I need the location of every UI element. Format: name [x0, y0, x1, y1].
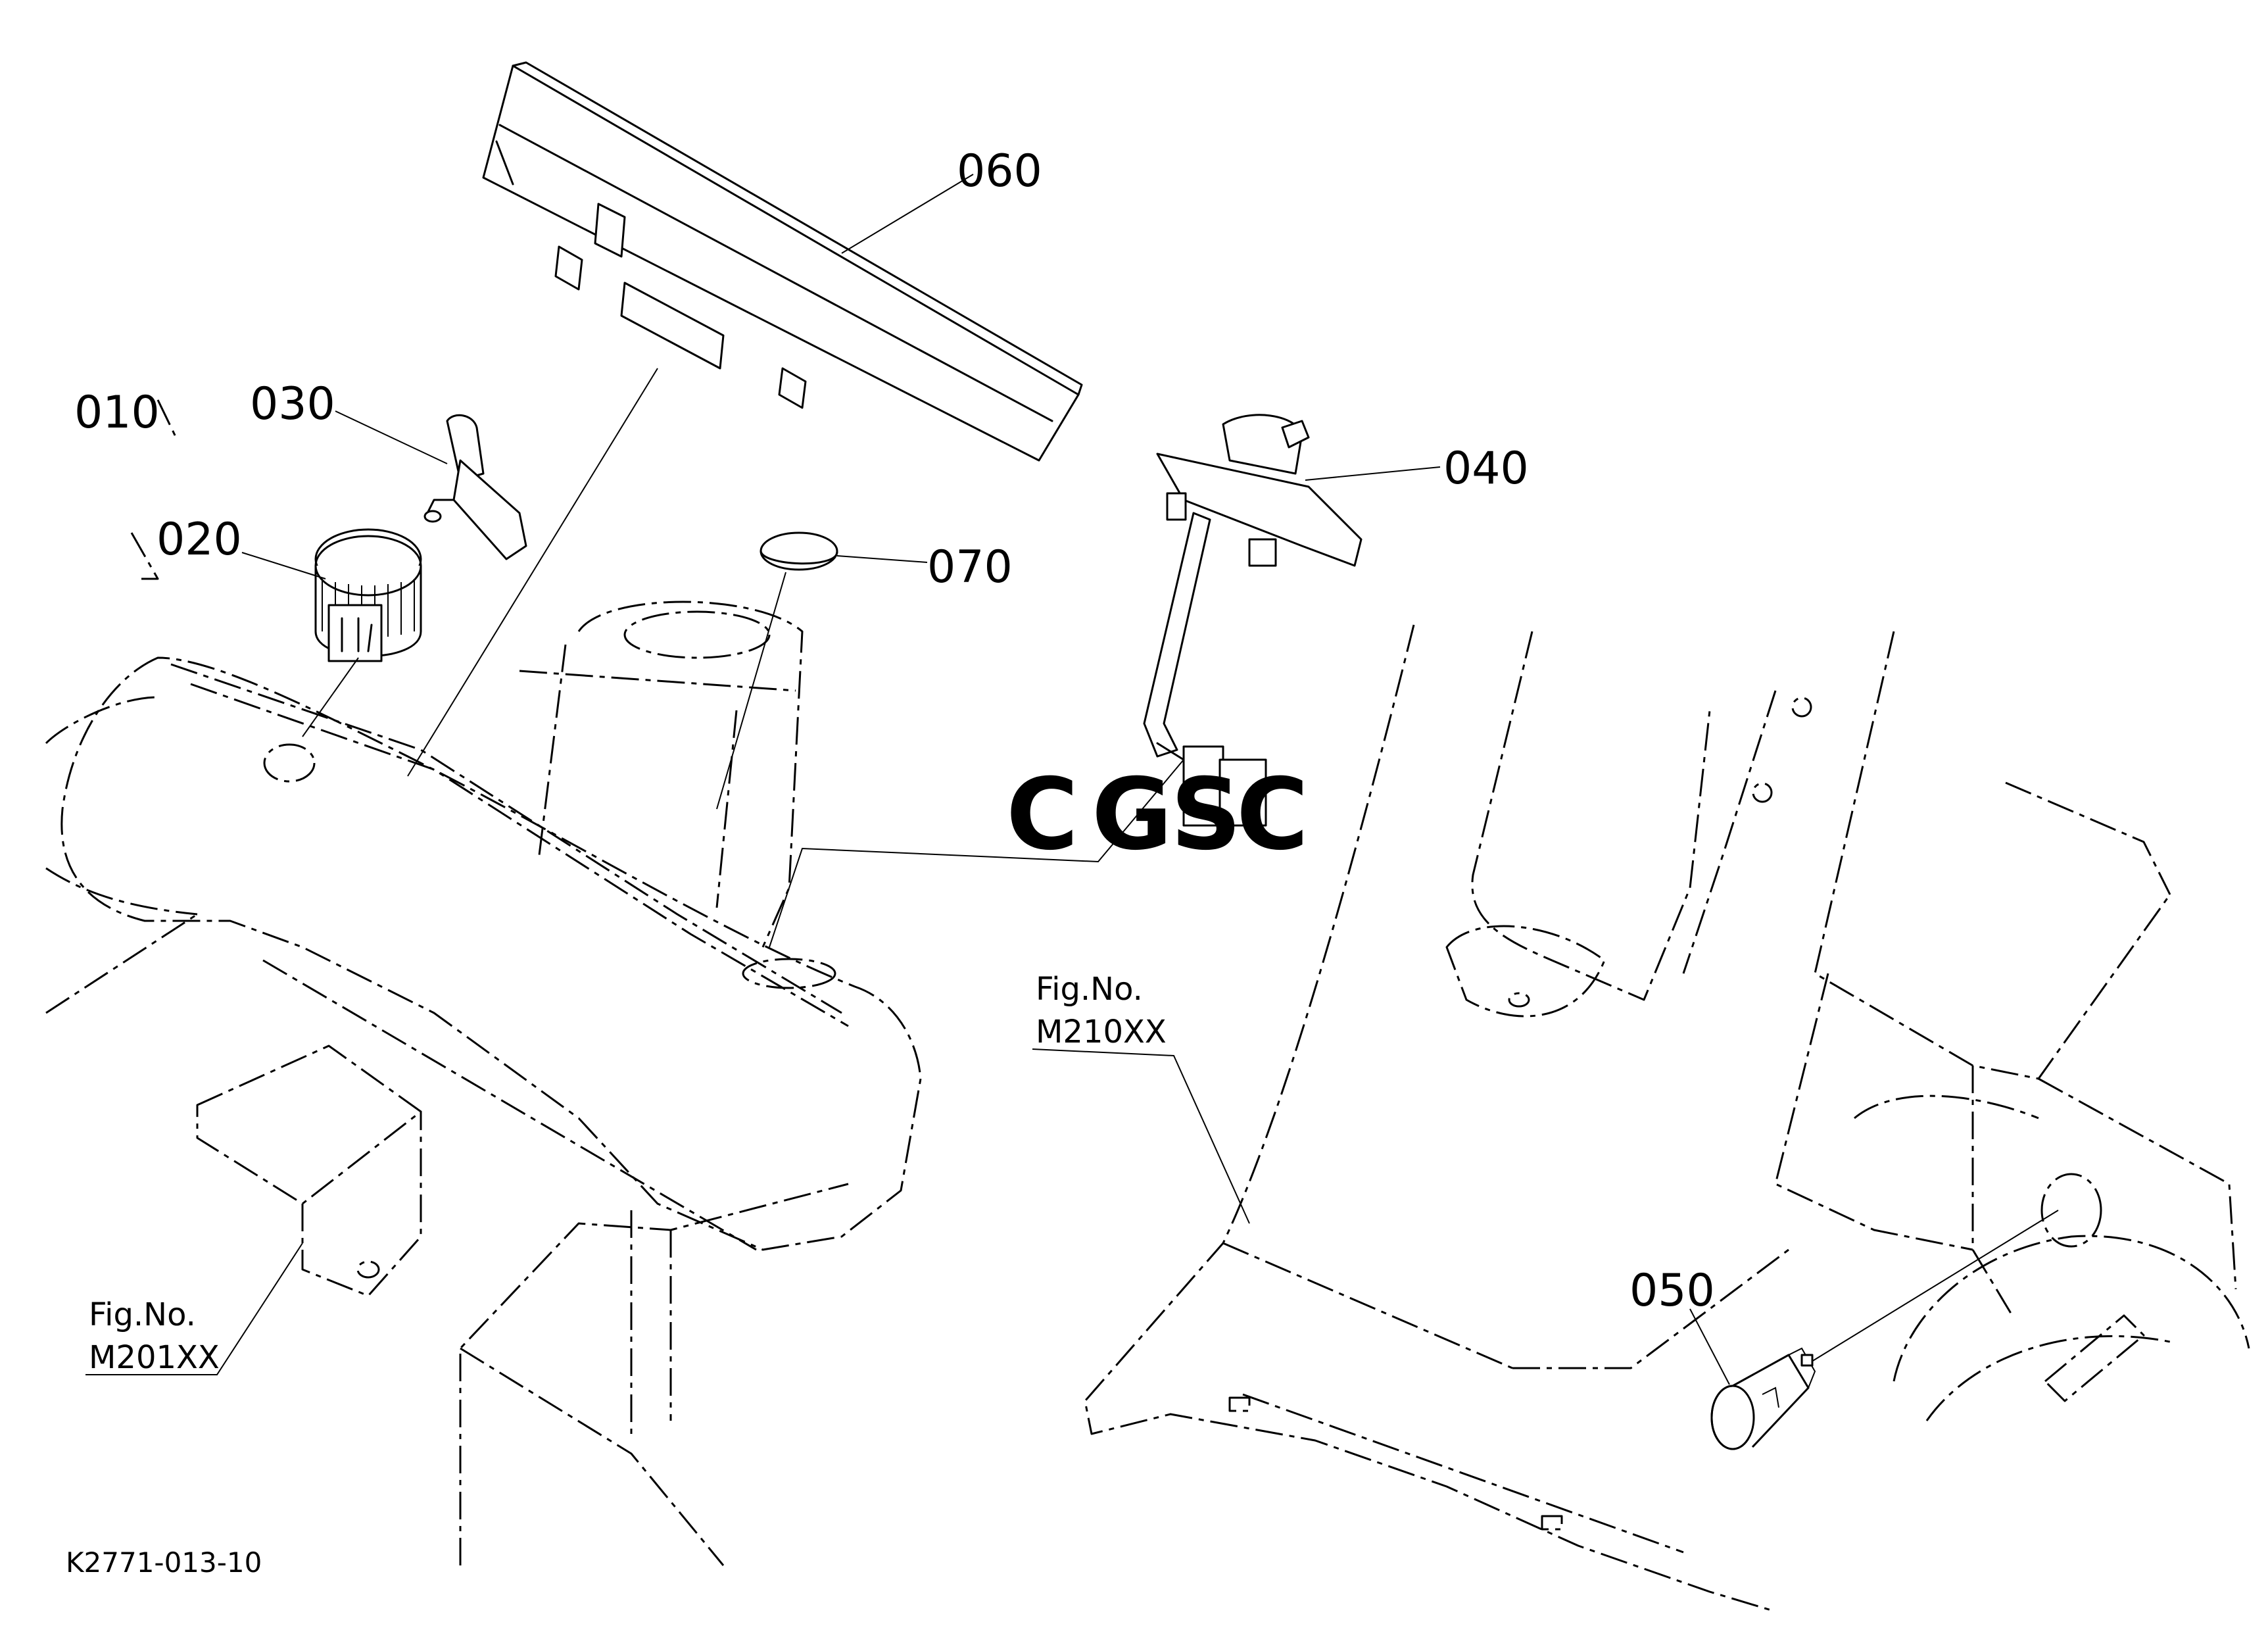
key-switch-020 [314, 528, 422, 662]
key-030 [423, 414, 527, 560]
callout-060: 060 [957, 145, 1042, 197]
switch-040 [1143, 414, 1363, 827]
callout-070: 070 [927, 541, 1013, 593]
leader-lines [85, 174, 2059, 1385]
plug-070 [760, 531, 838, 571]
callout-030: 030 [250, 378, 335, 430]
watermark-letter-c2: C [1236, 758, 1309, 872]
watermark-letter-g: G [1092, 758, 1172, 872]
dashboard-panel-outline [45, 601, 922, 1566]
callout-040: 040 [1443, 443, 1529, 495]
watermark-letter-c1: C [1006, 758, 1078, 872]
callout-020: 020 [157, 514, 242, 566]
tractor-frame-outline [1084, 624, 2250, 1613]
figref-left-line2: M201XX [89, 1339, 220, 1376]
socket-050 [1710, 1347, 1816, 1450]
drawing-code: K2771-013-10 [66, 1546, 262, 1579]
cgsc-watermark: C G S C [1006, 758, 1309, 872]
callout-050: 050 [1629, 1265, 1715, 1317]
figref-right-line1: Fig.No. [1036, 971, 1143, 1008]
watermark-letter-s: S [1170, 758, 1242, 872]
instrument-panel-060 [482, 61, 1083, 462]
figref-right-line2: M210XX [1036, 1014, 1167, 1050]
callout-010: 010 [74, 387, 160, 439]
figref-left-line1: Fig.No. [89, 1296, 196, 1333]
